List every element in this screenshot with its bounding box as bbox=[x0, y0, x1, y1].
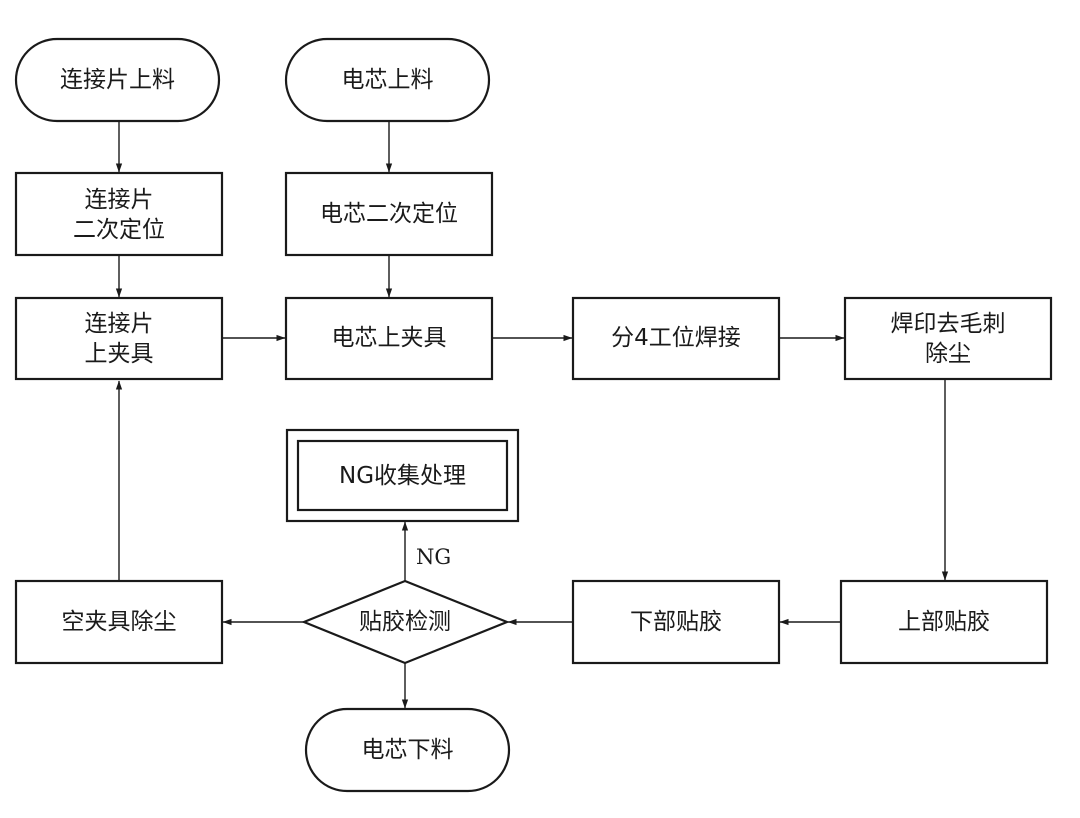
node-bottom-tape: 下部贴胶 bbox=[571, 579, 781, 665]
edges bbox=[115, 122, 949, 709]
node-cell-position: 电芯二次定位 bbox=[284, 171, 494, 257]
node-cell-unload: 电芯下料 bbox=[304, 707, 511, 793]
node-connector-position-line1: 连接片 bbox=[85, 187, 154, 213]
node-connector-position-line2: 二次定位 bbox=[73, 217, 165, 243]
node-connector-fixture-line2: 上夹具 bbox=[85, 341, 154, 367]
node-welding: 分4工位焊接 bbox=[571, 296, 781, 381]
node-connector-fixture-line1: 连接片 bbox=[85, 311, 154, 337]
node-cell-feed: 电芯上料 bbox=[284, 37, 491, 123]
node-tape-inspection: 贴胶检测 bbox=[301, 579, 510, 665]
node-deburr: 焊印去毛刺 除尘 bbox=[843, 296, 1053, 381]
node-bottom-tape-label: 下部贴胶 bbox=[630, 609, 722, 635]
node-cell-position-label: 电芯二次定位 bbox=[320, 201, 458, 227]
node-cell-feed-label: 电芯上料 bbox=[342, 67, 434, 93]
node-welding-label: 分4工位焊接 bbox=[611, 325, 741, 351]
node-ng-handling-label: NG收集处理 bbox=[339, 463, 466, 489]
node-connector-position: 连接片 二次定位 bbox=[14, 171, 224, 257]
node-connector-feed: 连接片上料 bbox=[14, 37, 221, 123]
node-cell-unload-label: 电芯下料 bbox=[362, 737, 454, 763]
node-deburr-line2: 除尘 bbox=[925, 341, 971, 367]
node-empty-fixture-clean: 空夹具除尘 bbox=[14, 579, 224, 665]
node-top-tape: 上部贴胶 bbox=[839, 579, 1049, 665]
node-top-tape-label: 上部贴胶 bbox=[898, 609, 990, 635]
node-tape-inspection-label: 贴胶检测 bbox=[359, 609, 451, 635]
edge-label-ng: NG bbox=[416, 545, 451, 569]
node-empty-fixture-clean-label: 空夹具除尘 bbox=[62, 609, 177, 635]
node-cell-fixture: 电芯上夹具 bbox=[284, 296, 494, 381]
node-cell-fixture-label: 电芯上夹具 bbox=[332, 325, 447, 351]
node-ng-handling: NG收集处理 bbox=[285, 428, 520, 523]
node-connector-feed-label: 连接片上料 bbox=[60, 67, 175, 93]
node-deburr-line1: 焊印去毛刺 bbox=[891, 311, 1006, 337]
node-connector-fixture: 连接片 上夹具 bbox=[14, 296, 224, 381]
